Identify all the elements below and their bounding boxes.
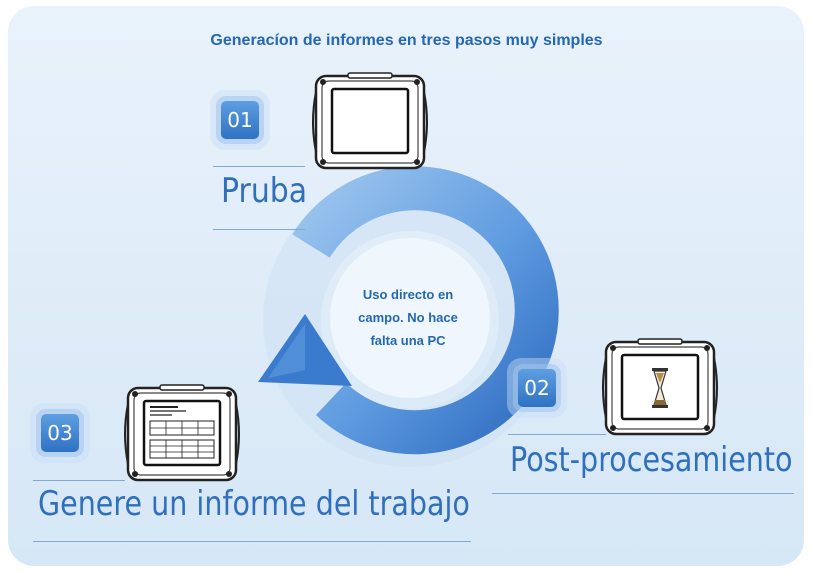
center-caption-line: Uso directo en bbox=[362, 287, 454, 302]
step-label: Genere un informe del trabajo bbox=[38, 484, 470, 524]
step-label: Post-procesamiento bbox=[510, 440, 793, 480]
hourglass-device-icon bbox=[602, 338, 718, 436]
step-number-badge: 03 bbox=[41, 414, 79, 452]
step-divider bbox=[213, 166, 305, 167]
diagram-title: Generacíon de informes en tres pasos muy… bbox=[210, 32, 603, 49]
step-number-badge: 02 bbox=[518, 369, 556, 407]
step-number-badge: 01 bbox=[221, 101, 259, 139]
step-divider bbox=[33, 480, 125, 481]
step-divider bbox=[508, 434, 606, 435]
center-caption-line: falta una PC bbox=[370, 333, 446, 348]
step-divider bbox=[33, 541, 471, 542]
center-caption-line: campo. No hace bbox=[358, 310, 458, 325]
report-device-icon bbox=[124, 384, 240, 482]
blank-screen-device-icon bbox=[312, 72, 428, 170]
step-label: Pruba bbox=[221, 171, 308, 211]
step-divider bbox=[492, 493, 794, 494]
step-divider bbox=[213, 229, 305, 230]
center-caption: Uso directo en campo. No hace falta una … bbox=[333, 283, 483, 352]
